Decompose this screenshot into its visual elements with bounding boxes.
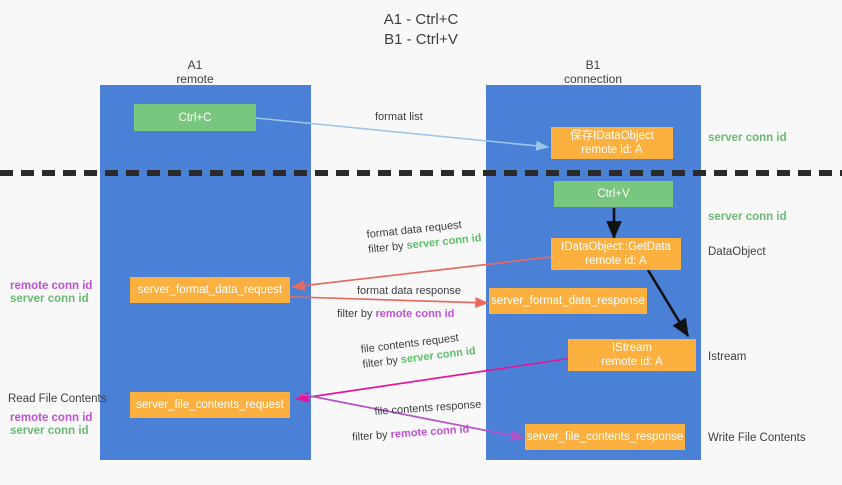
- left-label-server-conn-id-1: server conn id: [10, 293, 89, 305]
- node-server-file-contents-request[interactable]: server_file_contents_request: [130, 392, 290, 418]
- node-istream-remote[interactable]: IStream remote id: A: [568, 339, 696, 371]
- phase-divider: [0, 170, 842, 176]
- filter-prefix: filter by: [361, 354, 402, 371]
- node-server-format-data-request[interactable]: server_format_data_request: [130, 277, 290, 303]
- left-label-remote-conn-id-1: remote conn id: [10, 280, 93, 292]
- edge-label-format-list: format list: [375, 110, 423, 125]
- page-title: A1 - Ctrl+C B1 - Ctrl+V: [383, 11, 459, 48]
- filter-value-remote-conn-id: remote conn id: [390, 423, 470, 441]
- edge-label-format-data-response-text: format data response: [357, 285, 461, 297]
- right-label-istream: Istream: [708, 351, 747, 363]
- edge-label-format-data-response-filter: filter by remote conn id: [337, 307, 461, 322]
- right-label-dataobject: DataObject: [708, 246, 766, 258]
- edge-label-format-data-request: format data request filter by server con…: [366, 216, 482, 258]
- node-server-format-data-response[interactable]: server_format_data_response: [489, 288, 647, 314]
- left-label-remote-conn-id-2: remote conn id: [10, 412, 93, 424]
- filter-value-remote-conn-id: remote conn id: [375, 308, 455, 320]
- filter-prefix: filter by: [337, 308, 376, 320]
- left-label-read-file: Read File Contents: [8, 393, 107, 405]
- filter-prefix: filter by: [367, 239, 408, 256]
- node-ctrl-v[interactable]: Ctrl+V: [554, 181, 673, 207]
- node-server-file-contents-response[interactable]: server_file_contents_response: [525, 424, 685, 450]
- column-header-b1: B1 connection: [563, 58, 623, 86]
- right-label-server-conn-id-2: server conn id: [708, 211, 787, 223]
- node-idataobject-remote[interactable]: 保存IDataObject remote id: A: [551, 127, 673, 159]
- node-idataobject-getdata[interactable]: IDataObject::GetData remote id: A: [551, 238, 681, 270]
- column-header-a1: A1 remote: [176, 58, 214, 86]
- edge-label-file-contents-response-filter: filter by remote conn id: [352, 421, 484, 445]
- edge-label-file-contents-response: file contents response filter by remote …: [352, 398, 483, 444]
- edge-label-file-contents-response-text: file contents response: [374, 398, 482, 418]
- edge-label-file-contents-request: file contents request filter by server c…: [360, 329, 477, 373]
- left-label-server-conn-id-2: server conn id: [10, 425, 89, 437]
- right-label-server-conn-id-1: server conn id: [708, 132, 787, 144]
- edge-label-format-data-response: format data response filter by remote co…: [337, 284, 461, 322]
- edge-label-format-list-text: format list: [375, 111, 423, 123]
- node-ctrl-c[interactable]: Ctrl+C: [134, 104, 256, 131]
- filter-prefix: filter by: [351, 428, 392, 444]
- right-label-write-file: Write File Contents: [708, 432, 806, 444]
